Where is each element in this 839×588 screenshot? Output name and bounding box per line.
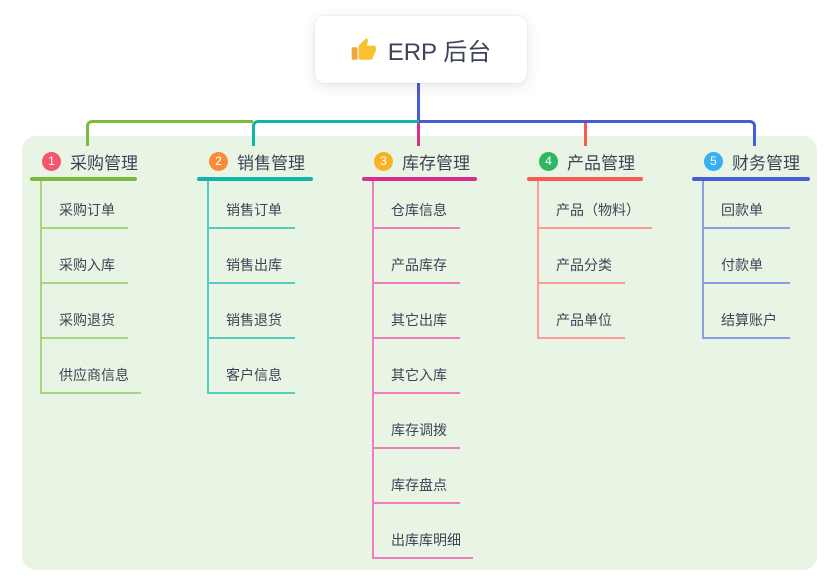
- connector-branch-product: [584, 123, 587, 146]
- branch-children: 仓库信息 产品库存 其它出库 其它入库 库存调拨 库存盘点 出库库明细: [372, 181, 473, 559]
- child-node[interactable]: 销售退货: [209, 284, 295, 339]
- child-node[interactable]: 结算账户: [704, 284, 790, 339]
- branch-number-badge: 3: [374, 151, 393, 171]
- child-node-label: 产品单位: [556, 312, 612, 328]
- child-node[interactable]: 回款单: [704, 181, 790, 229]
- branch-product: 4 产品管理 产品（物料） 产品分类 产品单位: [527, 146, 652, 339]
- connector-root-line: [417, 83, 420, 123]
- branch-node-inventory[interactable]: 3 库存管理: [362, 146, 477, 176]
- branch-underline: [692, 177, 810, 181]
- child-node-label: 采购订单: [59, 202, 115, 218]
- child-node-label: 采购退货: [59, 312, 115, 328]
- child-node[interactable]: 销售出库: [209, 229, 295, 284]
- child-node[interactable]: 出库库明细: [374, 504, 473, 559]
- connector-branch-finance: [419, 120, 756, 146]
- branch-children: 销售订单 销售出库 销售退货 客户信息: [207, 181, 295, 394]
- branch-underline: [362, 177, 477, 181]
- branch-number-badge: 4: [539, 151, 558, 171]
- branch-title: 财务管理: [732, 153, 800, 173]
- connector-branch-inventory: [417, 123, 420, 146]
- child-node-label: 客户信息: [226, 367, 282, 383]
- branch-children: 采购订单 采购入库 采购退货 供应商信息: [40, 181, 141, 394]
- child-node[interactable]: 产品库存: [374, 229, 460, 284]
- branch-purchase: 1 采购管理 采购订单 采购入库 采购退货 供应商信息: [30, 146, 141, 394]
- branch-title: 销售管理: [237, 153, 305, 173]
- child-node-label: 出库库明细: [391, 532, 461, 548]
- child-node[interactable]: 其它入库: [374, 339, 460, 394]
- root-node[interactable]: ERP 后台: [315, 16, 527, 83]
- child-node[interactable]: 产品（物料）: [539, 181, 652, 229]
- child-node[interactable]: 其它出库: [374, 284, 460, 339]
- branch-underline: [197, 177, 313, 181]
- child-node[interactable]: 库存盘点: [374, 449, 460, 504]
- branch-children: 产品（物料） 产品分类 产品单位: [537, 181, 652, 339]
- child-node[interactable]: 库存调拨: [374, 394, 460, 449]
- child-node[interactable]: 产品单位: [539, 284, 625, 339]
- child-node[interactable]: 销售订单: [209, 181, 295, 229]
- branch-node-finance[interactable]: 5 财务管理: [692, 146, 810, 176]
- branch-node-sales[interactable]: 2 销售管理: [197, 146, 313, 176]
- child-node-label: 销售出库: [226, 257, 282, 273]
- thumbs-up-icon: [351, 37, 377, 63]
- child-node-label: 库存盘点: [391, 477, 447, 493]
- child-node-label: 其它入库: [391, 367, 447, 383]
- child-node[interactable]: 采购订单: [42, 181, 128, 229]
- branch-number-badge: 2: [209, 151, 228, 171]
- child-node-label: 仓库信息: [391, 202, 447, 218]
- child-node-label: 其它出库: [391, 312, 447, 328]
- child-node-label: 库存调拨: [391, 422, 447, 438]
- branch-sales: 2 销售管理 销售订单 销售出库 销售退货 客户信息: [197, 146, 313, 394]
- child-node[interactable]: 产品分类: [539, 229, 625, 284]
- connector-branch-purchase: [86, 120, 253, 146]
- branch-title: 库存管理: [402, 153, 470, 173]
- branch-number-badge: 1: [42, 151, 61, 171]
- child-node-label: 供应商信息: [59, 367, 129, 383]
- child-node-label: 回款单: [721, 202, 763, 218]
- branch-title: 采购管理: [70, 153, 138, 173]
- connector-branch-sales: [252, 120, 419, 146]
- child-node[interactable]: 付款单: [704, 229, 790, 284]
- root-node-label: ERP 后台: [387, 39, 492, 66]
- child-node[interactable]: 采购入库: [42, 229, 128, 284]
- branch-number-badge: 5: [704, 151, 723, 171]
- child-node[interactable]: 仓库信息: [374, 181, 460, 229]
- branches-panel: [22, 136, 817, 570]
- child-node-label: 采购入库: [59, 257, 115, 273]
- child-node[interactable]: 供应商信息: [42, 339, 141, 394]
- branch-underline: [527, 177, 643, 181]
- branch-underline: [30, 177, 137, 181]
- child-node[interactable]: 采购退货: [42, 284, 128, 339]
- branch-finance: 5 财务管理 回款单 付款单 结算账户: [692, 146, 810, 339]
- branch-title: 产品管理: [567, 153, 635, 173]
- branch-children: 回款单 付款单 结算账户: [702, 181, 790, 339]
- child-node[interactable]: 客户信息: [209, 339, 295, 394]
- branch-inventory: 3 库存管理 仓库信息 产品库存 其它出库 其它入库 库存调拨 库存盘点 出库库…: [362, 146, 477, 559]
- child-node-label: 产品（物料）: [556, 202, 640, 218]
- child-node-label: 付款单: [721, 257, 763, 273]
- child-node-label: 结算账户: [721, 312, 777, 328]
- child-node-label: 销售退货: [226, 312, 282, 328]
- child-node-label: 产品库存: [391, 257, 447, 273]
- branch-node-product[interactable]: 4 产品管理: [527, 146, 652, 176]
- child-node-label: 销售订单: [226, 202, 282, 218]
- child-node-label: 产品分类: [556, 257, 612, 273]
- branch-node-purchase[interactable]: 1 采购管理: [30, 146, 141, 176]
